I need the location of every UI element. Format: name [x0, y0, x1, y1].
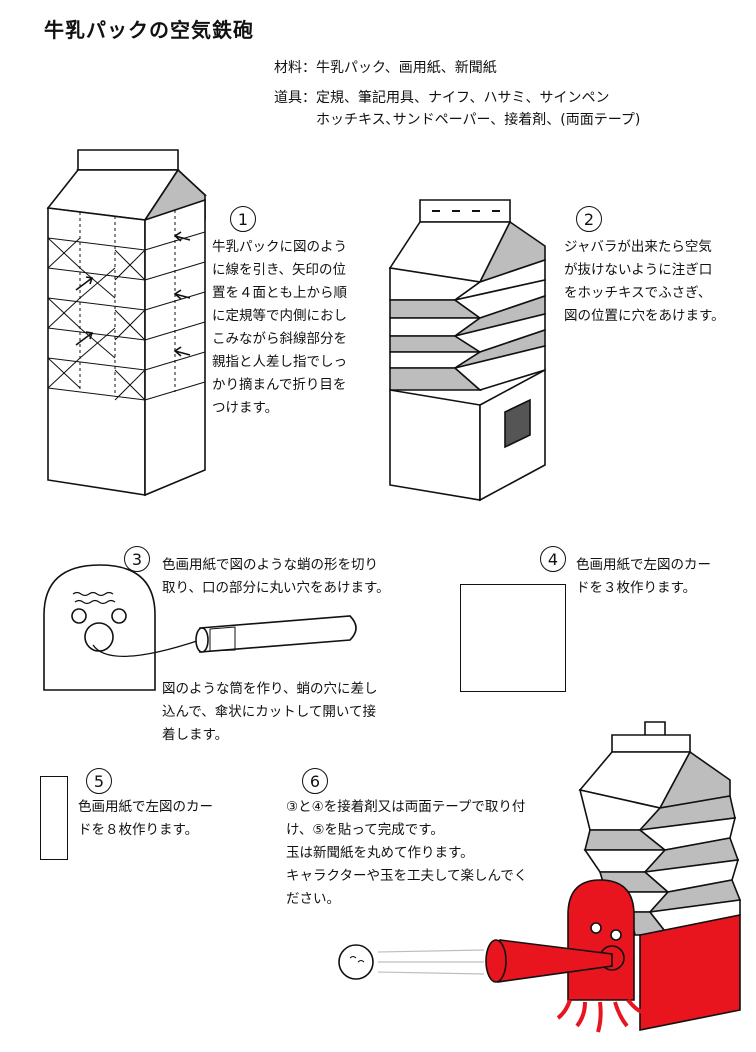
- materials: 材料：牛乳パック、画用紙、新聞紙: [274, 58, 497, 78]
- arrow-icon: [75, 231, 191, 357]
- text-line: つけます。: [212, 400, 279, 416]
- tools: 道具：定規、筆記用具、ナイフ、ハサミ、サインペン: [274, 88, 609, 108]
- text-line: 置を４面とも上から順: [212, 285, 347, 301]
- tools-label: 道具：: [274, 90, 316, 106]
- step-1-number: 1: [230, 206, 256, 232]
- tools-line2: ホッチキス､サンドペーパー、接着剤、(両面テープ): [316, 112, 641, 128]
- step-1-text: 牛乳パックに図のよう に線を引き、矢印の位 置を４面とも上から順 に定規等で内側…: [212, 236, 347, 420]
- text-line: 込んで、傘状にカットして開いて接: [162, 704, 376, 720]
- text-line: 図のような筒を作り、蛸の穴に差し: [162, 681, 378, 697]
- text-line: 色画用紙で左図のカー: [576, 557, 711, 573]
- step-3-text-a: 色画用紙で図のような蛸の形を切り 取り、口の部分に丸い穴をあけます。: [162, 554, 390, 600]
- text-line: キャラクターや玉を工夫して楽しんでく: [286, 868, 528, 884]
- text-line: こみながら斜線部分を: [212, 331, 347, 347]
- step-5-number: 5: [86, 768, 112, 794]
- text-line: に線を引き、矢印の位: [212, 262, 347, 278]
- tools-line1: 定規、筆記用具、ナイフ、ハサミ、サインペン: [316, 90, 610, 106]
- step-4-text: 色画用紙で左図のカー ドを３枚作ります。: [576, 554, 711, 600]
- step-2-text: ジャバラが出来たら空気 が抜けないように注ぎ口 をホッチキスでふさぎ、 図の位置…: [564, 236, 725, 328]
- text-line: をホッチキスでふさぎ、: [564, 285, 712, 301]
- step-2-number: 2: [576, 206, 602, 232]
- step-4-number: 4: [540, 546, 566, 572]
- materials-label: 材料：: [274, 60, 316, 76]
- materials-text: 牛乳パック、画用紙、新聞紙: [316, 60, 497, 76]
- text-line: 親指と人差し指でしっ: [212, 354, 347, 370]
- text-line: ③と④を接着剤又は両面テープで取り付: [286, 799, 526, 815]
- step-3-text-b: 図のような筒を作り、蛸の穴に差し 込んで、傘状にカットして開いて接 着します。: [162, 678, 377, 747]
- text-line: 玉は新聞紙を丸めて作ります。: [286, 845, 474, 861]
- step-5-text: 色画用紙で左図のカー ドを８枚作ります。: [78, 796, 213, 842]
- text-line: ジャバラが出来たら空気: [564, 239, 712, 255]
- step-3-number: 3: [124, 546, 150, 572]
- text-line: かり摘まんで折り目を: [212, 377, 347, 393]
- text-line: ださい。: [286, 891, 340, 907]
- text-line: が抜けないように注ぎ口: [564, 262, 713, 278]
- text-line: 取り、口の部分に丸い穴をあけます。: [162, 580, 390, 596]
- text-line: 色画用紙で左図のカー: [78, 799, 213, 815]
- text-line: 色画用紙で図のような蛸の形を切り: [162, 557, 378, 573]
- text-line: 図の位置に穴をあけます。: [564, 308, 725, 324]
- text-line: ドを８枚作ります。: [78, 822, 199, 838]
- text-line: に定規等で内側におし: [212, 308, 347, 324]
- step-6-text: ③と④を接着剤又は両面テープで取り付 け、⑤を貼って完成です。 玉は新聞紙を丸め…: [286, 796, 527, 911]
- strip-card: [40, 776, 68, 860]
- text-line: ドを３枚作ります。: [576, 580, 697, 596]
- text-line: 着します。: [162, 727, 229, 743]
- text-line: 牛乳パックに図のよう: [212, 239, 347, 255]
- square-card: [460, 584, 566, 692]
- text-line: け、⑤を貼って完成です。: [286, 822, 444, 838]
- page-title: 牛乳パックの空気鉄砲: [44, 18, 254, 42]
- step-6-number: 6: [302, 768, 328, 794]
